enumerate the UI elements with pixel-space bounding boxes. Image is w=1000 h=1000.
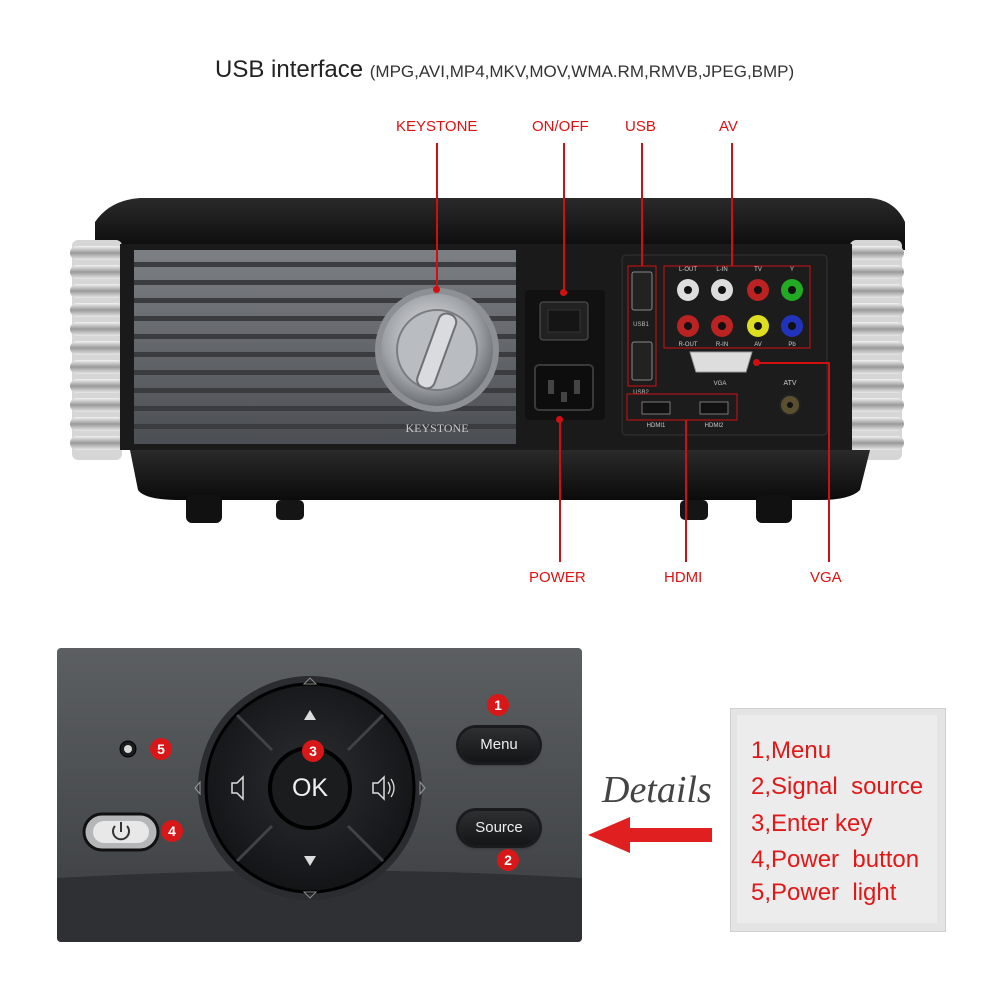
hdmi-callout-line [685,420,687,562]
details-heading: Details [602,769,712,811]
svg-text:L-IN: L-IN [716,267,727,273]
av-callout-label: AV [719,118,738,135]
power-callout-dot [556,416,563,423]
badge-5: 5 [150,738,172,760]
svg-text:Pb: Pb [788,342,796,348]
details-arrow-icon [588,817,712,853]
usb-callout-line [641,143,643,266]
power-callout-label: POWER [529,569,586,586]
svg-text:HDMI2: HDMI2 [705,423,724,429]
details-item-enter-key: 3,Enter key [751,810,873,837]
details-legend-inner: 1,Menu 2,Signal source 3,Enter key 4,Pow… [737,715,937,923]
menu-button[interactable]: Menu [459,728,539,762]
svg-text:AV: AV [754,342,762,348]
svg-text:Y: Y [790,267,794,273]
svg-text:R-IN: R-IN [716,342,728,348]
keystone-engraving: KEYSTONE [405,421,468,435]
power-callout-line [559,420,561,562]
control-panel-graphic [57,676,582,942]
atv-label: ATV [783,380,796,387]
av-callout-line [731,143,733,266]
hdmi-callout-label: HDMI [664,569,703,586]
page-title: USB interface (MPG,AVI,MP4,MKV,MOV,WMA.R… [215,56,794,84]
details-item-signal-source: 2,Signal source [751,773,924,800]
keystone-callout-dot [433,286,440,293]
control-panel: OK Menu Source 1 2 3 4 5 [57,648,582,942]
svg-text:HDMI1: HDMI1 [647,423,666,429]
io-panel: USB1 USB2 L-OUT L-IN TV Y R-OUT R-IN AV … [621,254,828,436]
vga-callout-dot [753,359,760,366]
badge-1: 1 [487,694,509,716]
details-item-menu: 1,Menu [751,737,832,764]
badge-3: 3 [302,740,324,762]
source-button[interactable]: Source [459,811,539,845]
vga-port-label: VGA [714,381,727,387]
onoff-callout-line [563,143,565,293]
badge-4: 4 [161,820,183,842]
keystone-callout-line [436,143,438,289]
details-legend: 1,Menu 2,Signal source 3,Enter key 4,Pow… [730,708,946,932]
onoff-callout-label: ON/OFF [532,118,589,135]
title-main: USB interface [215,56,364,83]
usb2-label: USB2 [633,390,649,396]
projector-illustration: KEYSTONE USB1 USB2 L-OUT L-IN TV Y R-OUT [70,198,905,523]
usb1-label: USB1 [633,322,649,328]
keystone-knob [375,288,499,412]
title-formats: (MPG,AVI,MP4,MKV,MOV,WMA.RM,RMVB,JPEG,BM… [369,62,795,81]
usb-callout-label: USB [625,118,656,135]
badge-2: 2 [497,849,519,871]
ok-button-label: OK [291,774,329,802]
onoff-callout-dot [560,289,567,296]
vga-callout-label: VGA [810,569,842,586]
details-item-power-light: 5,Power light [751,879,897,906]
left-vent-fins [70,240,124,460]
vga-callout-hline [757,362,829,364]
details-item-power-button: 4,Power button [751,846,920,873]
svg-text:TV: TV [754,267,762,273]
vga-callout-vline [828,362,830,562]
keystone-callout-label: KEYSTONE [396,118,478,135]
power-switch-block [525,290,605,420]
right-vent-fins [848,240,904,460]
svg-text:R-OUT: R-OUT [679,342,698,348]
svg-text:L-OUT: L-OUT [679,267,697,273]
